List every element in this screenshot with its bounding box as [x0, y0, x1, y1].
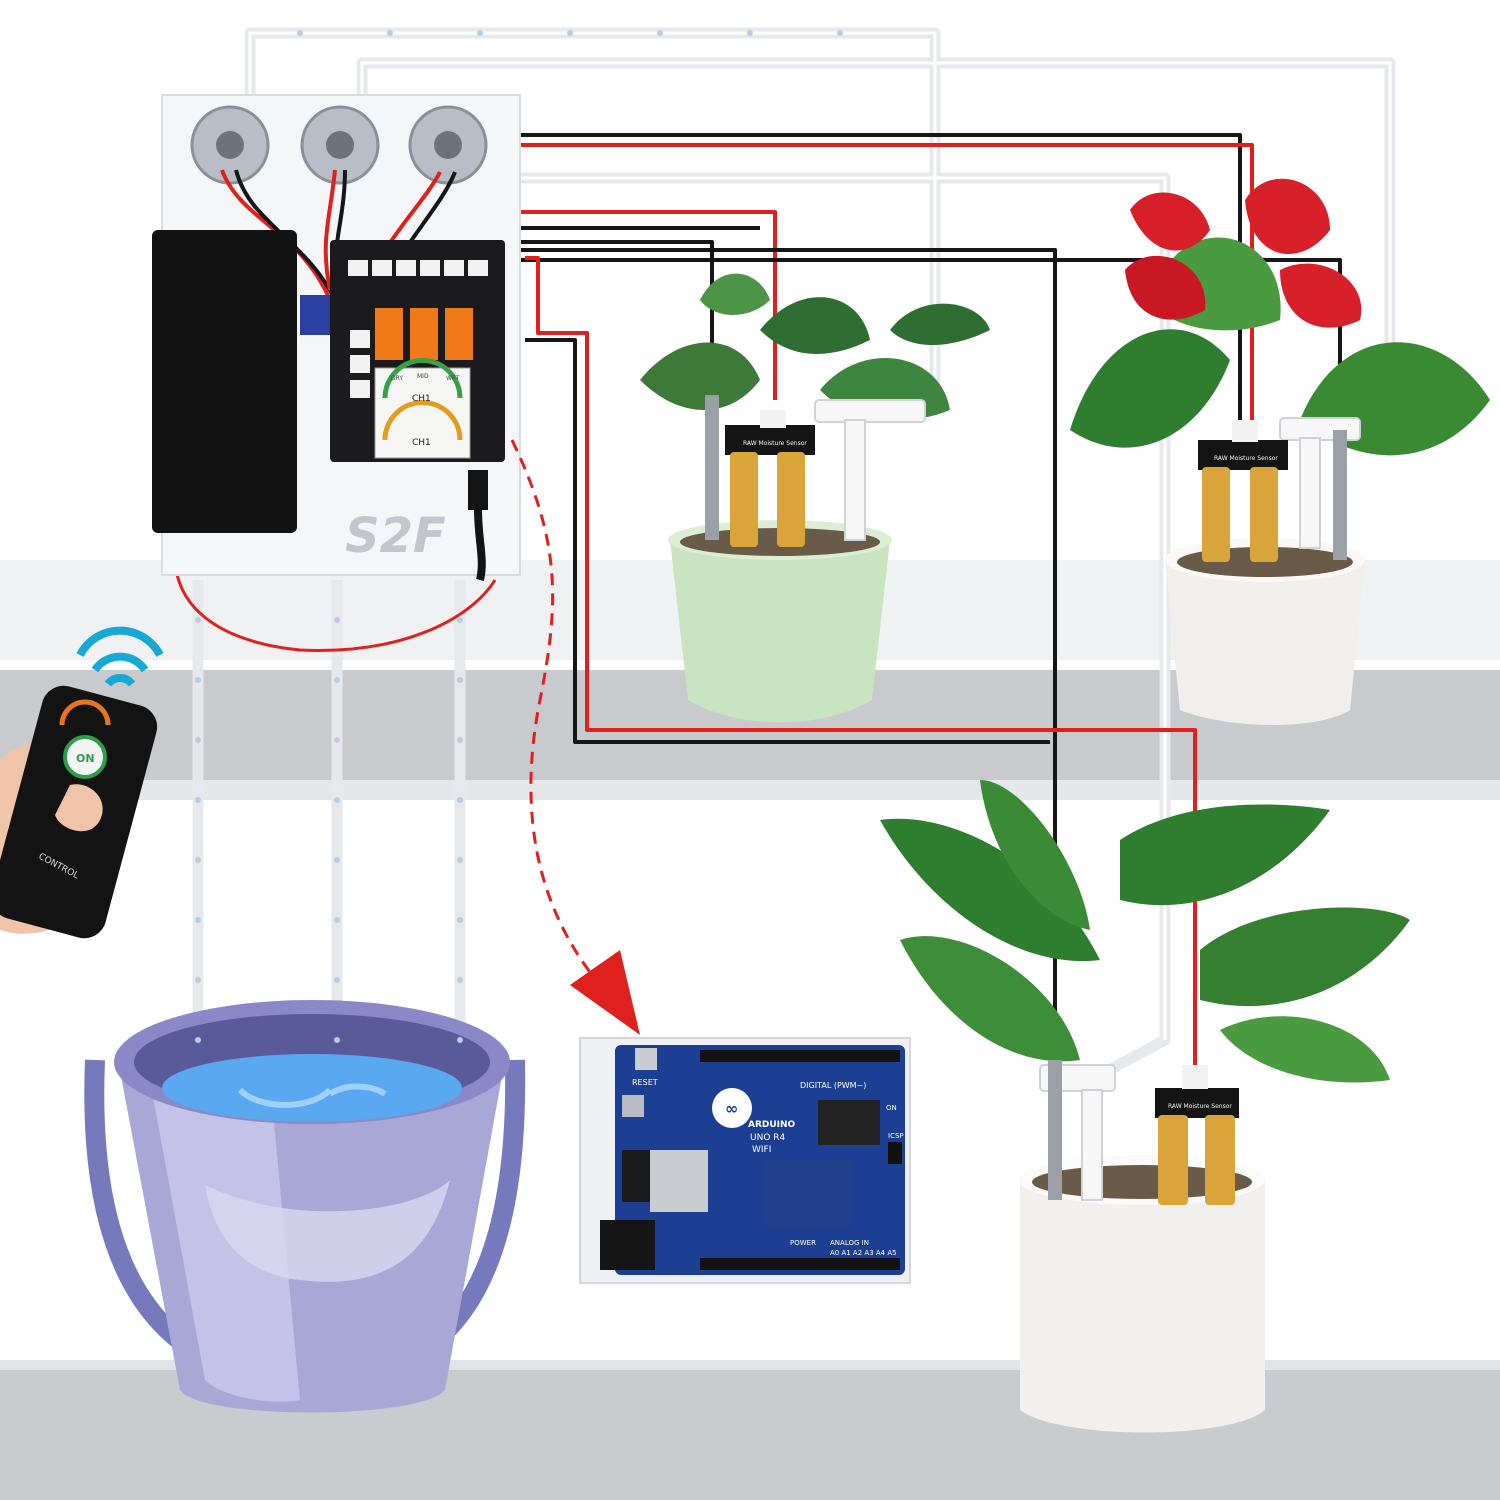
power-jack: [600, 1220, 655, 1270]
water-droplet: [457, 857, 463, 863]
water-droplet: [195, 677, 201, 683]
relay-1: [375, 308, 403, 360]
water-droplet: [457, 797, 463, 803]
microcontroller-chip: [818, 1100, 880, 1145]
pointer-arrow: [510, 439, 640, 1035]
water-droplet: [195, 977, 201, 983]
water-droplet: [195, 1037, 201, 1043]
water-droplet: [457, 677, 463, 683]
water-droplet: [334, 977, 340, 983]
arduino-model: UNO R4: [750, 1133, 786, 1143]
on-led-label: ON: [886, 1104, 897, 1112]
dc-jack: [468, 470, 488, 510]
gauge-label-mid: MID: [417, 373, 429, 380]
water-droplet: [477, 30, 483, 36]
relay-2: [410, 308, 438, 360]
water-droplet: [195, 797, 201, 803]
gauge-display: [374, 367, 471, 459]
reset-label: RESET: [632, 1078, 658, 1087]
battery-box: [152, 230, 297, 533]
water-droplet: [334, 1037, 340, 1043]
pump-motor-1: [190, 105, 270, 185]
water-droplet: [567, 30, 573, 36]
water-droplet: [195, 917, 201, 923]
water-droplet: [837, 30, 843, 36]
water-droplet: [297, 30, 303, 36]
water-droplet: [657, 30, 663, 36]
analog-pin-labels: A0 A1 A2 A3 A4 A5: [830, 1249, 897, 1257]
wifi-module: [650, 1150, 708, 1212]
water-droplet: [334, 617, 340, 623]
moisture-sensor-3: RAW Moisture Sensor: [1155, 1065, 1239, 1205]
water-droplet: [457, 617, 463, 623]
gauge-label-wet: WET: [446, 375, 460, 382]
water-bucket: [84, 1000, 526, 1413]
power-label: POWER: [790, 1239, 816, 1247]
icsp-label: ICSP: [888, 1132, 904, 1140]
water-droplet: [195, 737, 201, 743]
sensor-1-label: RAW Moisture Sensor: [743, 440, 807, 447]
arduino-board: RESET ∞ ARDUINO UNO R4 WIFI DIGITAL (PWM…: [579, 1037, 911, 1284]
wires: [173, 133, 1342, 1070]
water-droplet: [387, 30, 393, 36]
water-droplet: [747, 30, 753, 36]
remote-control: ON CONTROL: [0, 626, 164, 939]
sensor-3-label: RAW Moisture Sensor: [1168, 1103, 1232, 1110]
water-droplet: [457, 977, 463, 983]
water-droplet: [195, 857, 201, 863]
water-droplet: [457, 917, 463, 923]
analog-label: ANALOG IN: [830, 1239, 869, 1247]
water-droplet: [334, 857, 340, 863]
remote-on-label: ON: [76, 752, 95, 765]
moisture-sensor-2: RAW Moisture Sensor: [1198, 420, 1288, 562]
water-droplet: [195, 617, 201, 623]
water-droplet: [457, 1037, 463, 1043]
gauge-bottom-channel: CH1: [412, 438, 431, 448]
water-droplet: [457, 737, 463, 743]
pump-motor-2: [300, 105, 380, 185]
water-droplet: [334, 677, 340, 683]
water-droplet: [334, 797, 340, 803]
metal-probes: [705, 395, 1347, 1200]
water-droplet: [334, 917, 340, 923]
led-matrix: [762, 1160, 854, 1228]
usb-port: [622, 1095, 644, 1117]
digital-label: DIGITAL (PWM~): [800, 1081, 866, 1090]
gauge-top-channel: CH1: [412, 394, 431, 404]
gauge-label-dry: DRY: [391, 375, 403, 382]
controller-unit: DRY MID WET CH1 CH1 S2F: [152, 94, 521, 581]
arduino-brand: ARDUINO: [748, 1120, 796, 1130]
relay-3: [445, 308, 473, 360]
sensor-2-label: RAW Moisture Sensor: [1214, 455, 1278, 462]
svg-text:∞: ∞: [725, 1099, 738, 1118]
water-droplet: [334, 737, 340, 743]
arduino-wifi: WIFI: [752, 1145, 771, 1155]
reset-button: [635, 1048, 657, 1070]
pump-motor-3: [408, 105, 488, 185]
moisture-sensor-1: RAW Moisture Sensor: [725, 410, 815, 547]
remote-on-button: [63, 735, 107, 779]
brand-logo: S2F: [345, 508, 446, 564]
water-droplets: [195, 30, 843, 1043]
